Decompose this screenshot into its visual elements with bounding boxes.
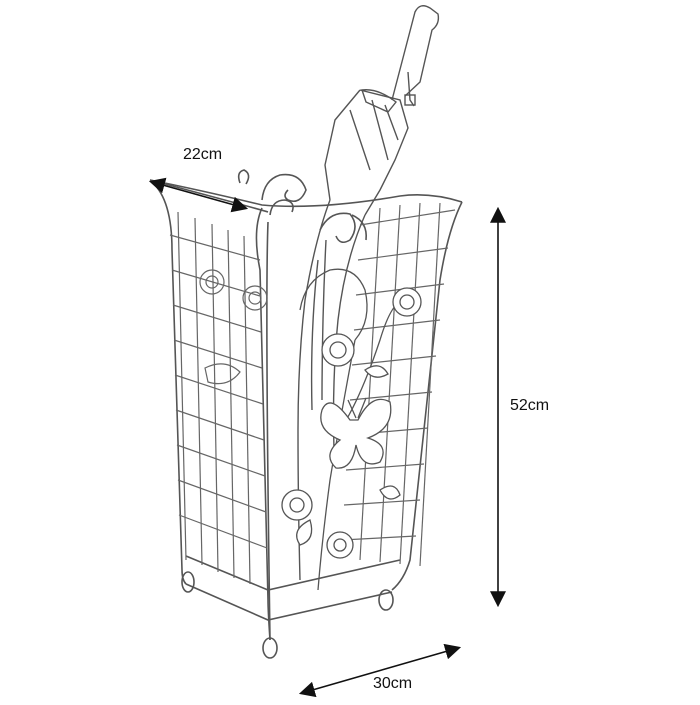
depth-label: 30cm xyxy=(373,675,413,692)
width-label: 22cm xyxy=(183,146,223,163)
front-ornaments xyxy=(281,268,422,591)
right-panel-grid xyxy=(341,202,456,567)
depth-dimension-arrow xyxy=(298,643,462,698)
left-panel-grid xyxy=(169,211,268,585)
stand-frame xyxy=(149,169,463,659)
width-dimension-arrow xyxy=(148,177,249,213)
height-label: 52cm xyxy=(510,397,550,414)
dimension-arrows xyxy=(148,177,506,698)
